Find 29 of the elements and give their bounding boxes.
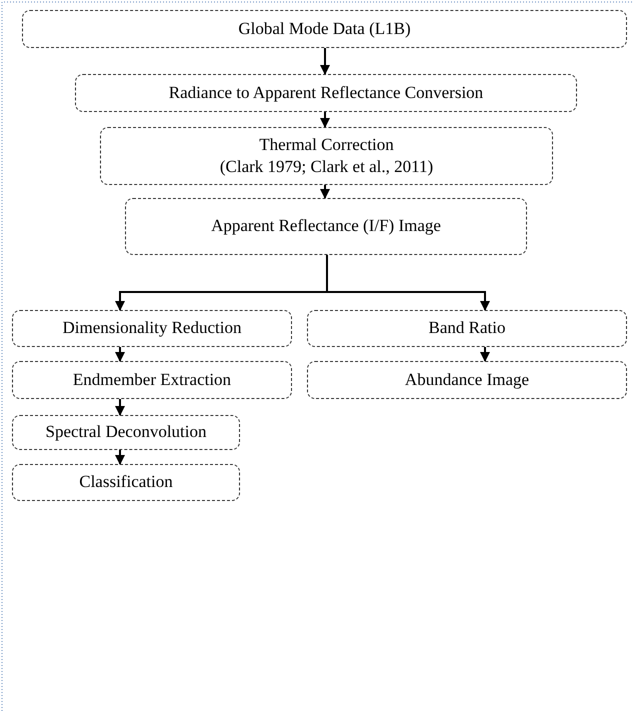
box-label: Thermal Correction bbox=[259, 134, 394, 156]
process-box bbox=[75, 74, 577, 112]
process-box bbox=[125, 198, 527, 255]
box-label: Spectral Deconvolution bbox=[46, 421, 206, 444]
box-label: Global Mode Data (L1B) bbox=[238, 18, 411, 40]
box-label: Band Ratio bbox=[428, 317, 506, 340]
box-label: Radiance to Apparent Reflectance Conversion bbox=[168, 82, 484, 104]
box-label: Endmember Extraction bbox=[72, 368, 232, 391]
arrow bbox=[320, 112, 330, 128]
box-label: Abundance Image bbox=[404, 368, 530, 391]
citation-text: (Clark 1979; Clark et al., 2011) bbox=[220, 156, 434, 178]
process-box bbox=[307, 310, 627, 347]
box-label: Apparent Reflectance (I/F) Image bbox=[211, 215, 441, 238]
process-box bbox=[12, 361, 292, 399]
arrow bbox=[115, 399, 125, 416]
arrow bbox=[320, 185, 330, 199]
box-label: Classification bbox=[79, 471, 173, 494]
arrow bbox=[320, 48, 330, 75]
arrow bbox=[480, 347, 490, 362]
arrow bbox=[326, 255, 490, 311]
process-box bbox=[12, 310, 292, 347]
process-box bbox=[307, 361, 627, 399]
process-box bbox=[100, 127, 553, 185]
arrow bbox=[115, 347, 125, 362]
process-box bbox=[12, 464, 240, 501]
process-box bbox=[22, 10, 627, 48]
box-label: Dimensionality Reduction bbox=[62, 317, 242, 340]
arrow bbox=[115, 450, 125, 465]
process-box bbox=[12, 415, 240, 450]
